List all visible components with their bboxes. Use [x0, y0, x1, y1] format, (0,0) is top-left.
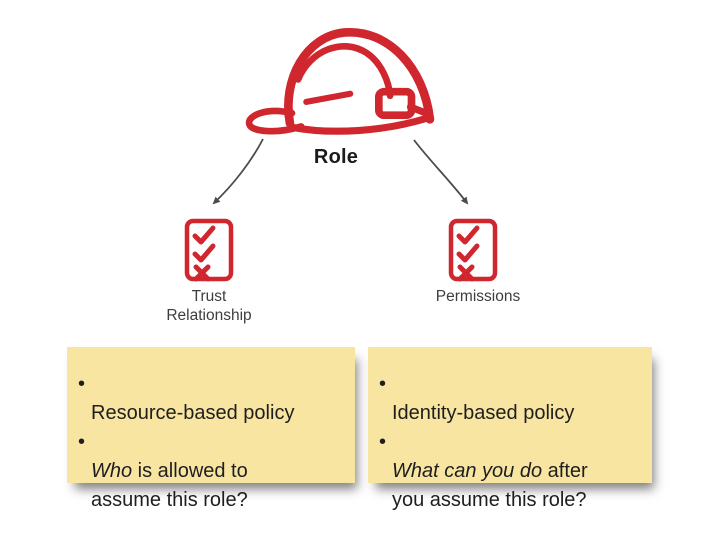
note-text: after you assume this role? [392, 460, 588, 511]
note-bullet: Who is allowed to assume this role? [78, 428, 345, 515]
trust-checklist-icon [184, 218, 234, 282]
trust-policy-note: Resource-based policy Who is allowed to … [67, 347, 355, 511]
note-bullet: Identity-based policy [379, 370, 642, 428]
hard-hat-icon [245, 26, 435, 138]
permissions-policy-note: Identity-based policy What can you do af… [368, 347, 652, 511]
arrow-role-to-trust [212, 138, 264, 205]
note-text: Identity-based policy [392, 402, 575, 424]
arrow-role-to-permissions [413, 139, 469, 205]
permissions-checklist-icon [448, 218, 498, 282]
note-bullet: Resource-based policy [78, 370, 345, 428]
trust-relationship-label: Trust Relationship [166, 288, 252, 324]
note-text: Resource-based policy [91, 402, 295, 424]
note-text-italic: What can you do [392, 460, 543, 482]
note-bullet: What can you do after you assume this ro… [379, 428, 642, 515]
note-bullet-list: Identity-based policy What can you do af… [379, 370, 642, 515]
role-label: Role [313, 146, 359, 168]
note-bullet-list: Resource-based policy Who is allowed to … [78, 370, 345, 515]
note-text: is allowed to assume this role? [91, 460, 248, 511]
permissions-label: Permissions [435, 288, 521, 305]
note-text-italic: Who [91, 460, 133, 482]
